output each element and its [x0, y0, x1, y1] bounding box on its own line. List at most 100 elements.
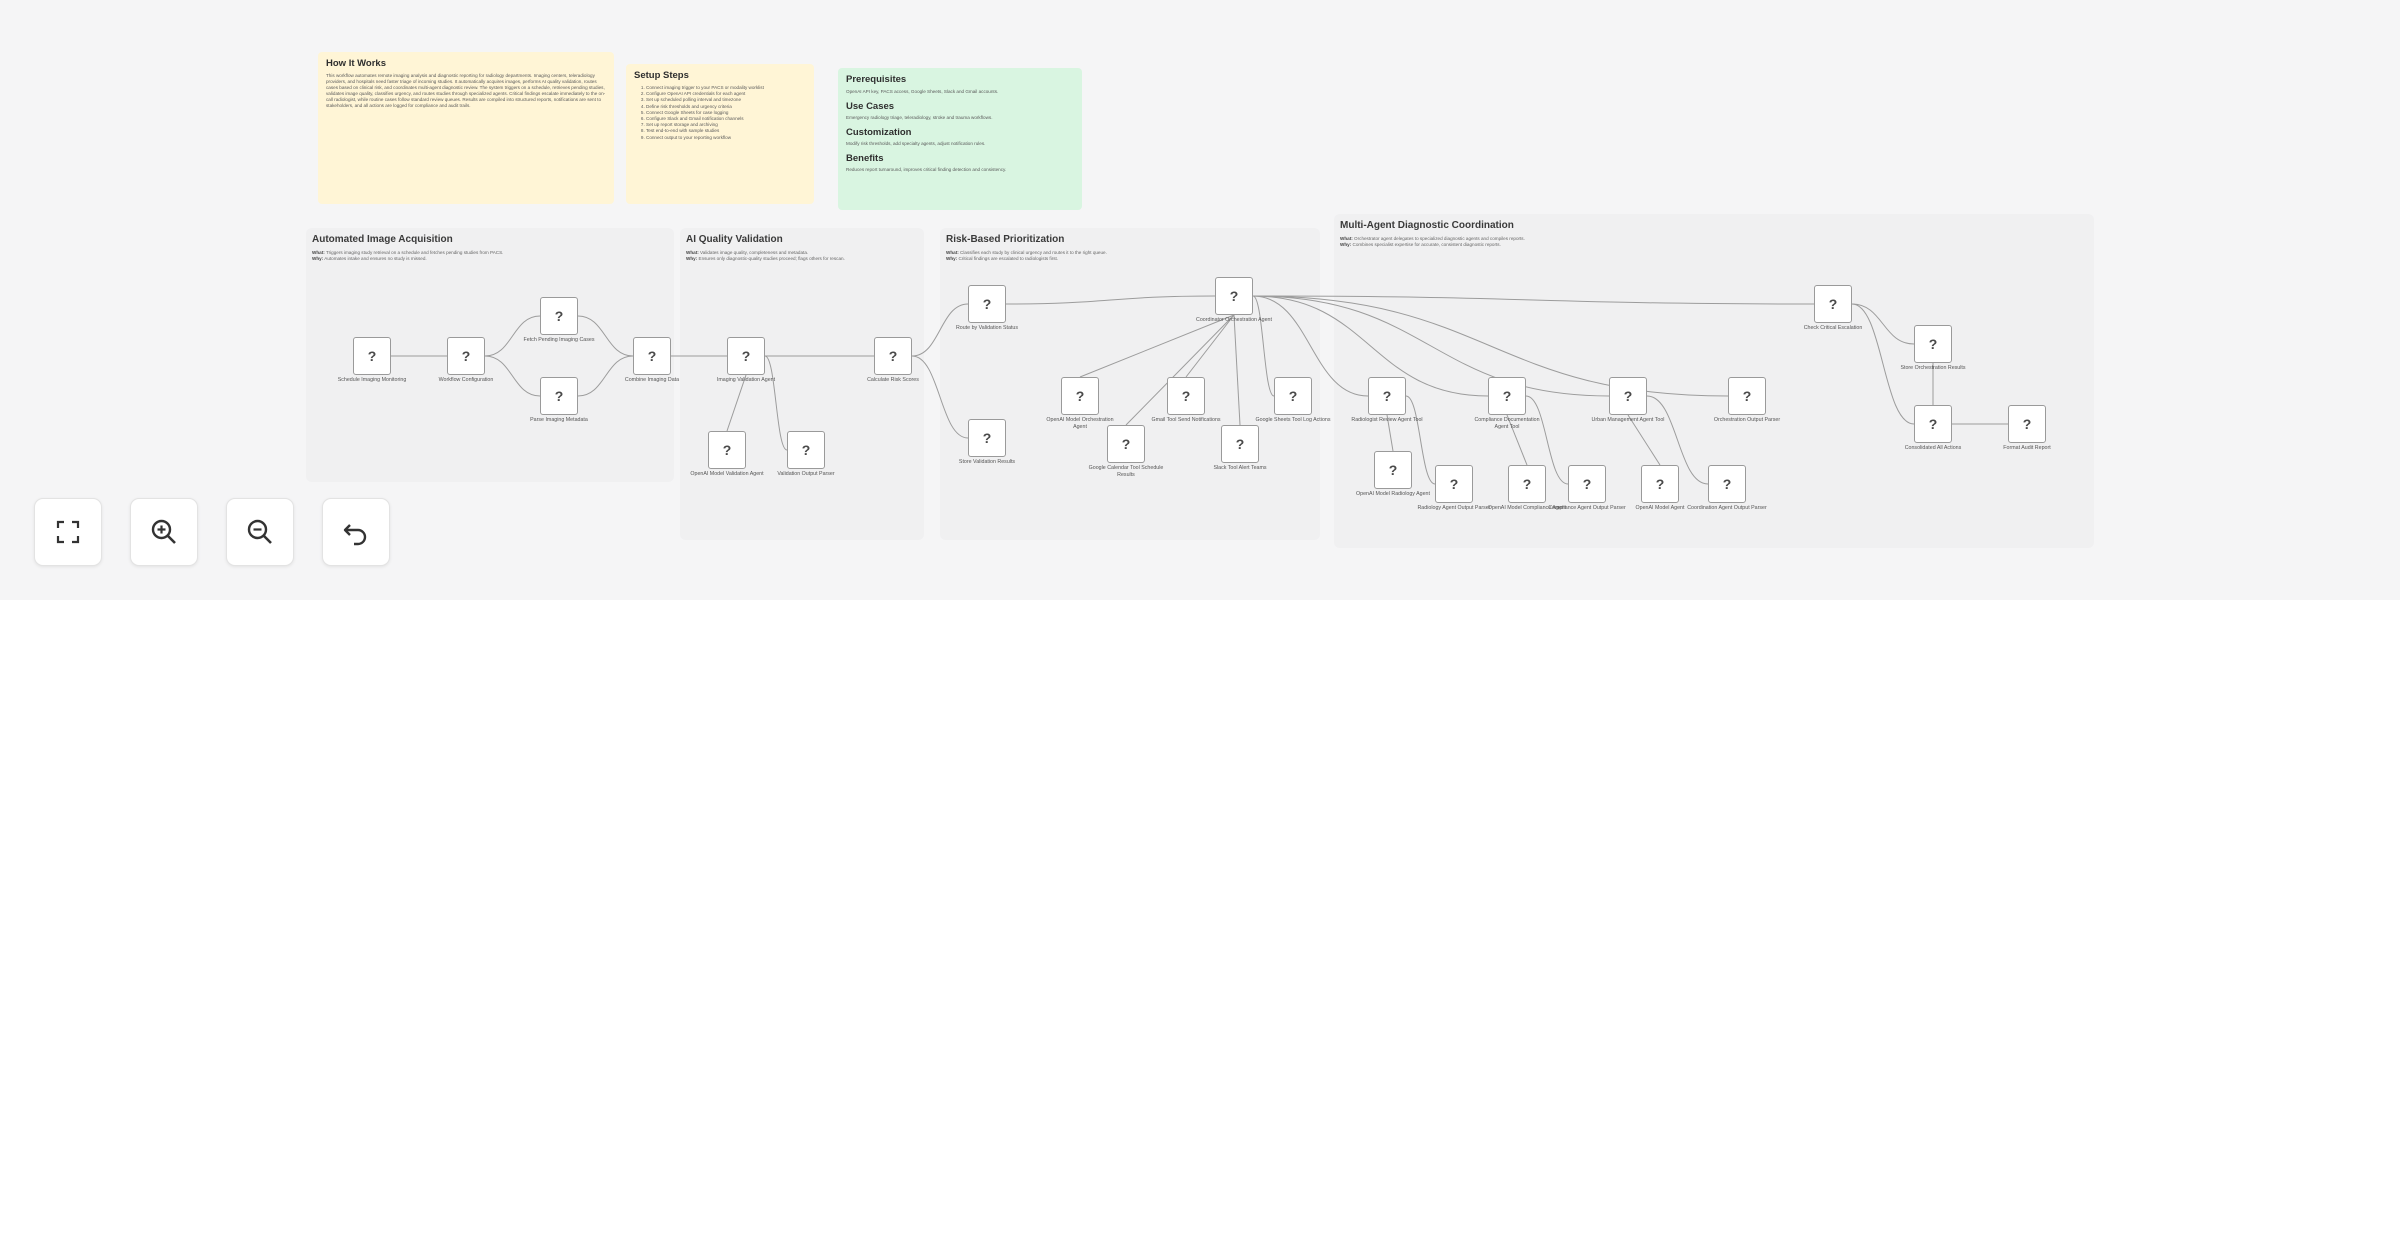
node-label: Coordinator Orchestration Agent: [1196, 317, 1272, 323]
undo-icon: [343, 524, 367, 546]
workflow-node[interactable]: ?: [1107, 425, 1145, 463]
desc-text: Combines specialist expertise for accura…: [1352, 242, 1501, 247]
group-title: AI Quality Validation: [686, 234, 783, 245]
group-quality-validation[interactable]: [680, 228, 924, 540]
desc-label: Why:: [686, 256, 698, 261]
unknown-node-icon: ?: [2022, 416, 2032, 432]
note-prerequisites[interactable]: Prerequisites OpenAI API key, PACS acces…: [838, 68, 1082, 210]
group-title: Risk-Based Prioritization: [946, 234, 1065, 245]
unknown-node-icon: ?: [801, 442, 811, 458]
zoom-in-icon: [151, 519, 176, 544]
node-label: OpenAI Model Agent: [1635, 505, 1685, 511]
workflow-node[interactable]: ?: [1488, 377, 1526, 415]
workflow-node[interactable]: ?: [1641, 465, 1679, 503]
group-description: What: Orchestrator agent delegates to sp…: [1340, 236, 1525, 248]
workflow-node[interactable]: ?: [1368, 377, 1406, 415]
workflow-node[interactable]: ?: [1167, 377, 1205, 415]
workflow-node[interactable]: ?: [1914, 325, 1952, 363]
note-title: Setup Steps: [634, 70, 689, 81]
unknown-node-icon: ?: [1828, 296, 1838, 312]
unknown-node-icon: ?: [461, 348, 471, 364]
note-how-it-works[interactable]: How It Works This workflow automates rem…: [318, 52, 614, 204]
workflow-node[interactable]: ?: [1508, 465, 1546, 503]
node-label: Google Sheets Tool Log Actions: [1255, 417, 1331, 423]
workflow-node[interactable]: ?: [1814, 285, 1852, 323]
node-label: Compliance Documentation Agent Tool: [1474, 417, 1540, 430]
node-label: Orchestration Output Parser: [1713, 417, 1781, 423]
workflow-node[interactable]: ?: [540, 377, 578, 415]
setup-step: Define risk thresholds and urgency crite…: [646, 104, 806, 110]
desc-text: Orchestrator agent delegates to speciali…: [1354, 236, 1525, 241]
unknown-node-icon: ?: [1382, 388, 1392, 404]
workflow-node[interactable]: ?: [968, 419, 1006, 457]
workflow-node[interactable]: ?: [540, 297, 578, 335]
unknown-node-icon: ?: [1582, 476, 1592, 492]
desc-label: What:: [312, 250, 325, 255]
reset-view-button[interactable]: [322, 498, 390, 566]
group-description: What: Classifies each study by clinical …: [946, 250, 1107, 262]
setup-steps-list: Connect imaging trigger to your PACS or …: [634, 85, 806, 141]
note-subtitle: Benefits: [846, 153, 884, 164]
node-label: Slack Tool Alert Teams: [1213, 465, 1267, 471]
unknown-node-icon: ?: [1742, 388, 1752, 404]
node-label: Radiologist Review Agent Tool: [1351, 417, 1423, 423]
unknown-node-icon: ?: [722, 442, 732, 458]
fullscreen-icon: [56, 520, 80, 544]
unknown-node-icon: ?: [1229, 288, 1239, 304]
note-title: Prerequisites: [846, 74, 907, 85]
node-label: Schedule Imaging Monitoring: [337, 377, 407, 383]
workflow-node[interactable]: ?: [1221, 425, 1259, 463]
workflow-node[interactable]: ?: [1374, 451, 1412, 489]
note-subtitle: Customization: [846, 127, 912, 138]
workflow-node[interactable]: ?: [1568, 465, 1606, 503]
desc-text: Classifies each study by clinical urgenc…: [960, 250, 1107, 255]
zoom-in-button[interactable]: [130, 498, 198, 566]
desc-label: What:: [946, 250, 959, 255]
unknown-node-icon: ?: [982, 430, 992, 446]
workflow-node[interactable]: ?: [1708, 465, 1746, 503]
setup-step: Connect Google Sheets for case logging: [646, 110, 806, 116]
desc-text: Ensures only diagnostic-quality studies …: [698, 256, 845, 261]
desc-text: Critical findings are escalated to radio…: [958, 256, 1059, 261]
workflow-canvas[interactable]: How It Works This workflow automates rem…: [0, 0, 2400, 600]
fullscreen-button[interactable]: [34, 498, 102, 566]
unknown-node-icon: ?: [1288, 388, 1298, 404]
unknown-node-icon: ?: [1075, 388, 1085, 404]
note-body: Emergency radiology triage, teleradiolog…: [846, 115, 993, 120]
workflow-node[interactable]: ?: [727, 337, 765, 375]
workflow-node[interactable]: ?: [1609, 377, 1647, 415]
workflow-node[interactable]: ?: [1215, 277, 1253, 315]
setup-step: Set up report storage and archiving: [646, 122, 806, 128]
workflow-node[interactable]: ?: [1061, 377, 1099, 415]
group-risk-prioritization[interactable]: [940, 228, 1320, 540]
group-title: Multi-Agent Diagnostic Coordination: [1340, 220, 1514, 231]
node-label: Check Critical Escalation: [1803, 325, 1863, 331]
zoom-out-button[interactable]: [226, 498, 294, 566]
workflow-node[interactable]: ?: [874, 337, 912, 375]
workflow-node[interactable]: ?: [633, 337, 671, 375]
workflow-node[interactable]: ?: [968, 285, 1006, 323]
node-label: OpenAI Model Orchestration Agent: [1046, 417, 1114, 430]
note-setup-steps[interactable]: Setup Steps Connect imaging trigger to y…: [626, 64, 814, 204]
workflow-node[interactable]: ?: [2008, 405, 2046, 443]
unknown-node-icon: ?: [1388, 462, 1398, 478]
note-body: This workflow automates remote imaging a…: [326, 73, 606, 108]
note-body: Reduces report turnaround, improves crit…: [846, 167, 1007, 172]
unknown-node-icon: ?: [554, 308, 564, 324]
node-label: Gmail Tool Send Notifications: [1151, 417, 1221, 423]
unknown-node-icon: ?: [1121, 436, 1131, 452]
unknown-node-icon: ?: [647, 348, 657, 364]
workflow-node[interactable]: ?: [1274, 377, 1312, 415]
workflow-node[interactable]: ?: [1435, 465, 1473, 503]
unknown-node-icon: ?: [1181, 388, 1191, 404]
workflow-node[interactable]: ?: [447, 337, 485, 375]
workflow-node[interactable]: ?: [1914, 405, 1952, 443]
unknown-node-icon: ?: [741, 348, 751, 364]
node-label: Google Calendar Tool Schedule Results: [1088, 465, 1164, 478]
workflow-node[interactable]: ?: [1728, 377, 1766, 415]
workflow-node[interactable]: ?: [708, 431, 746, 469]
note-subtitle: Use Cases: [846, 101, 895, 112]
unknown-node-icon: ?: [888, 348, 898, 364]
workflow-node[interactable]: ?: [787, 431, 825, 469]
workflow-node[interactable]: ?: [353, 337, 391, 375]
